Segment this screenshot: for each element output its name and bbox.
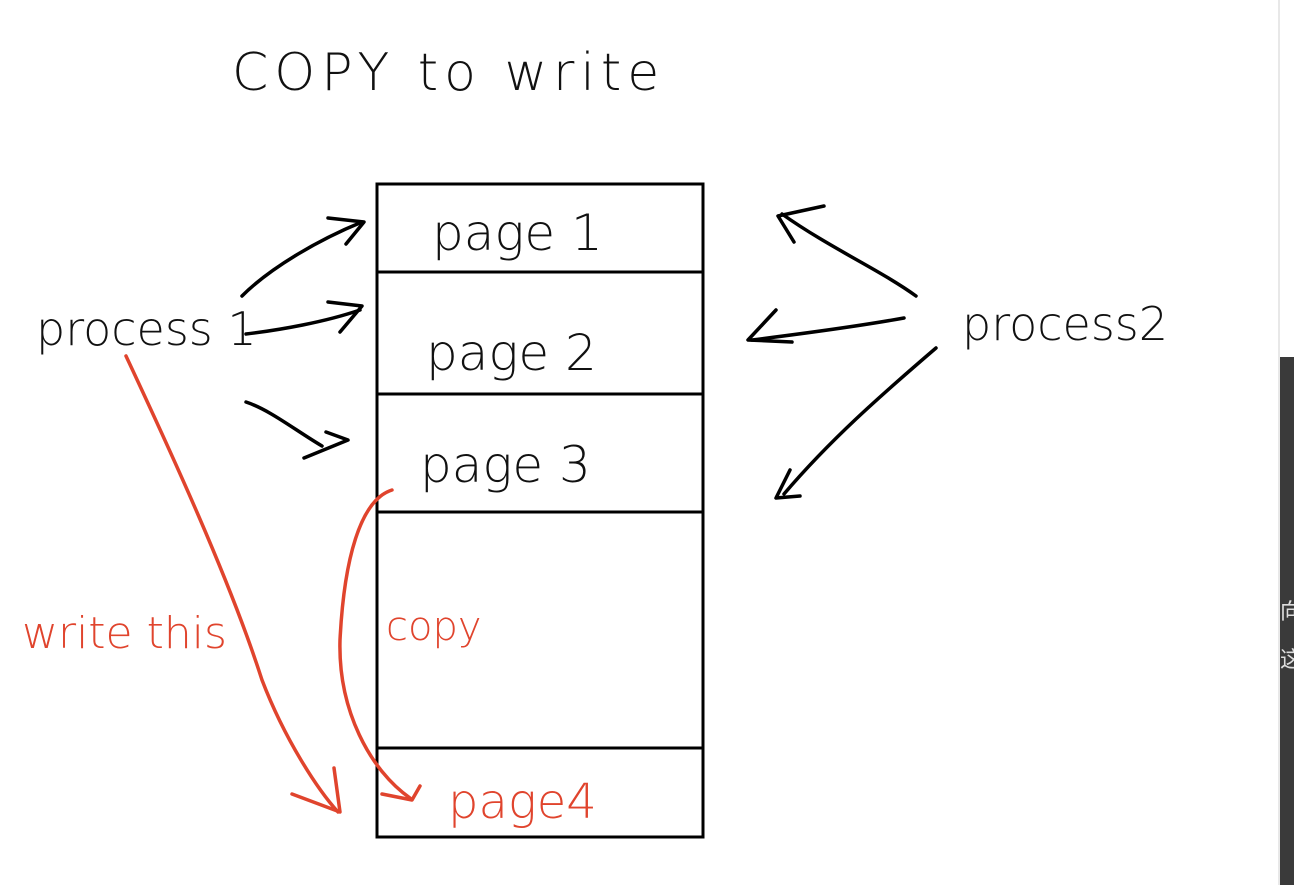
process1-to-page2-arrowhead — [326, 300, 364, 334]
page4-label: page4 — [448, 774, 597, 830]
annotation-arrows — [124, 354, 422, 814]
memory-cell-empty — [375, 510, 705, 750]
page1-label: page 1 — [432, 204, 603, 262]
write-arrowhead — [290, 766, 342, 814]
process2-to-page1-arrowhead — [776, 204, 826, 244]
window-edge-divider — [1278, 0, 1280, 885]
process2-to-page2-arrowhead — [746, 308, 794, 344]
process1-to-page3-arrowhead — [302, 430, 350, 460]
copy-annotation: copy — [386, 604, 482, 650]
memory-cell-page4 — [375, 746, 705, 839]
copy-arrowhead — [380, 784, 422, 802]
process1-to-page2-arrow — [244, 308, 362, 336]
process2-label: process2 — [962, 297, 1168, 351]
memory-cell-page1 — [375, 182, 705, 274]
page3-label: page 3 — [420, 436, 591, 494]
write-this-annotation: write this — [22, 608, 227, 659]
process1-to-page1-arrowhead — [326, 216, 366, 246]
side-panel-edge — [1280, 357, 1294, 885]
diagram-title: COPY to write — [232, 43, 665, 103]
process2-to-page1-arrow — [780, 212, 918, 298]
process1-arrows — [240, 216, 366, 460]
side-panel-glyph-bottom: 这 — [1280, 648, 1294, 673]
copy-arrow — [338, 488, 412, 800]
side-panel-glyph-top: 向 — [1280, 600, 1294, 625]
memory-column — [375, 182, 705, 839]
process2-to-page3-arrow — [782, 346, 938, 496]
process2-to-page3-arrowhead — [774, 468, 802, 500]
process2-arrows — [746, 204, 938, 500]
process2-to-page2-arrow — [750, 316, 906, 342]
write-arrow — [124, 354, 340, 814]
page2-label: page 2 — [426, 324, 597, 382]
process1-label: process 1 — [36, 302, 257, 356]
process1-to-page3-arrow — [244, 400, 324, 448]
process1-to-page1-arrow — [240, 220, 364, 298]
memory-cell-page3 — [375, 392, 705, 514]
